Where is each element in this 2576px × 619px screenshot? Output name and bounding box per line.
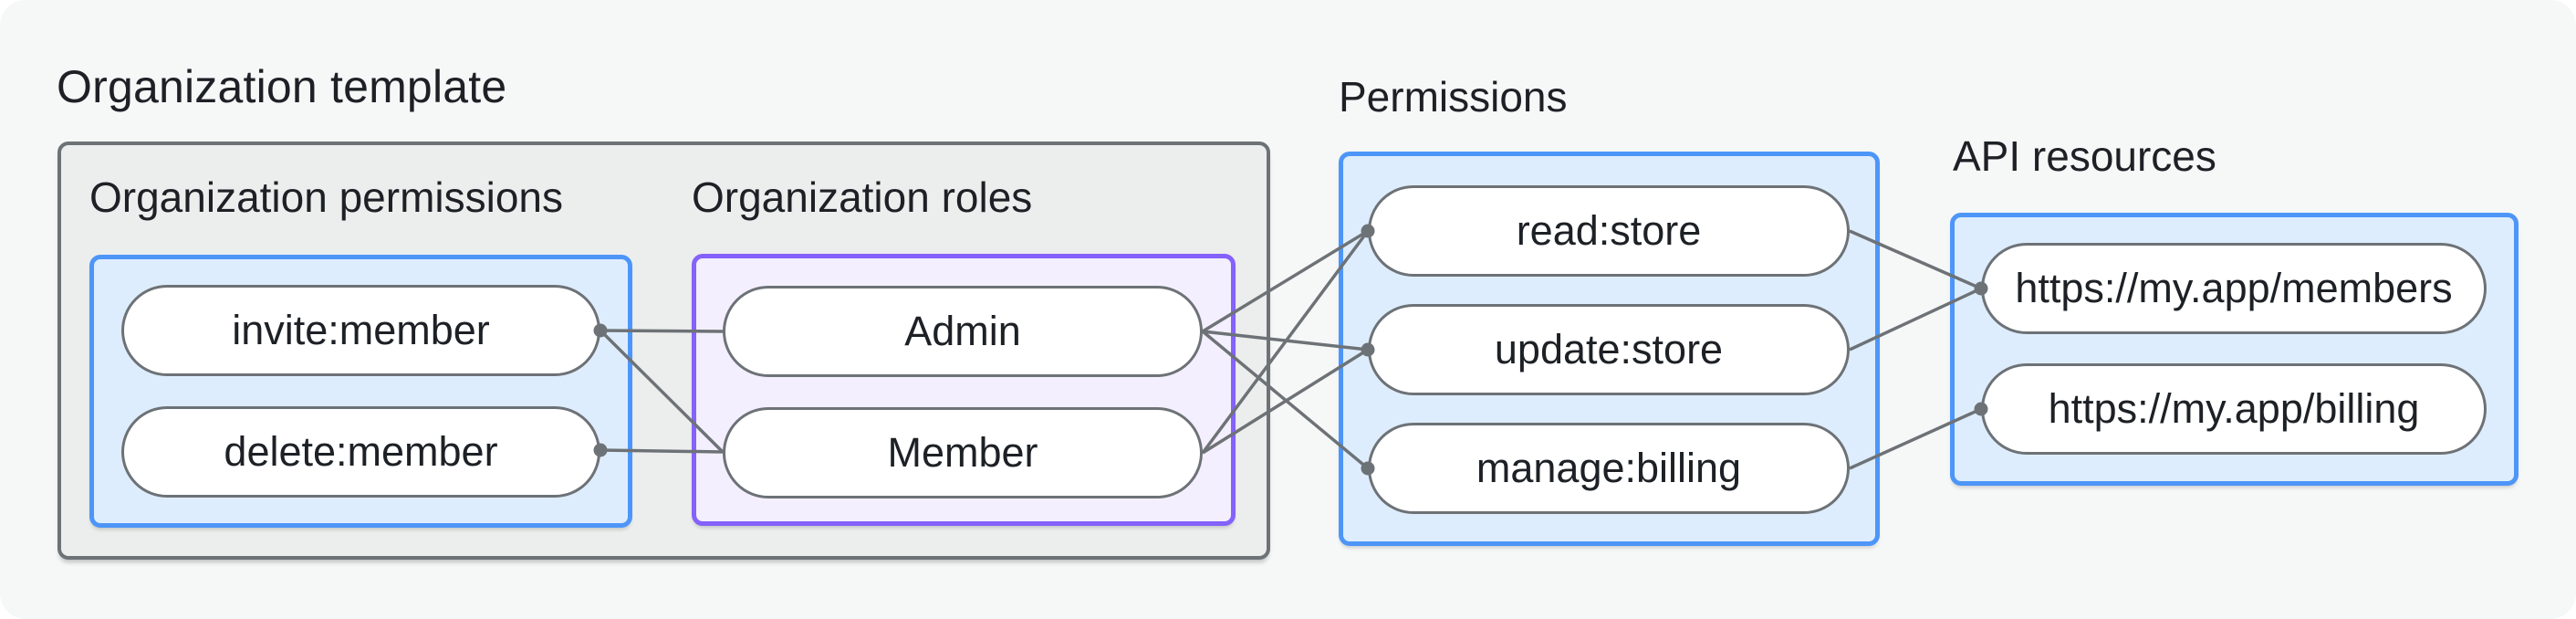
node-member-role: Member xyxy=(723,407,1203,498)
node-delete-member-label: delete:member xyxy=(224,428,498,475)
node-billing-api-url-label: https://my.app/billing xyxy=(2048,385,2420,432)
node-members-api-url-label: https://my.app/members xyxy=(2015,265,2453,311)
api-resources-label: API resources xyxy=(1953,132,2216,180)
node-admin-role-label: Admin xyxy=(904,308,1021,354)
node-manage-billing: manage:billing xyxy=(1368,423,1850,514)
node-members-api-url: https://my.app/members xyxy=(1981,243,2487,334)
node-delete-member: delete:member xyxy=(121,406,600,498)
node-invite-member-label: invite:member xyxy=(232,307,490,353)
org-roles-label: Organization roles xyxy=(692,173,1033,221)
node-read-store: read:store xyxy=(1368,185,1850,277)
node-billing-api-url: https://my.app/billing xyxy=(1981,363,2487,455)
node-invite-member: invite:member xyxy=(121,285,600,376)
node-admin-role: Admin xyxy=(723,286,1203,377)
node-read-store-label: read:store xyxy=(1516,207,1702,254)
node-member-role-label: Member xyxy=(887,429,1038,476)
permissions-label: Permissions xyxy=(1339,73,1568,121)
node-manage-billing-label: manage:billing xyxy=(1476,445,1742,491)
node-update-store: update:store xyxy=(1368,304,1850,395)
node-update-store-label: update:store xyxy=(1494,326,1724,372)
org-permissions-label: Organization permissions xyxy=(89,173,564,221)
diagram-title: Organization template xyxy=(57,61,507,112)
